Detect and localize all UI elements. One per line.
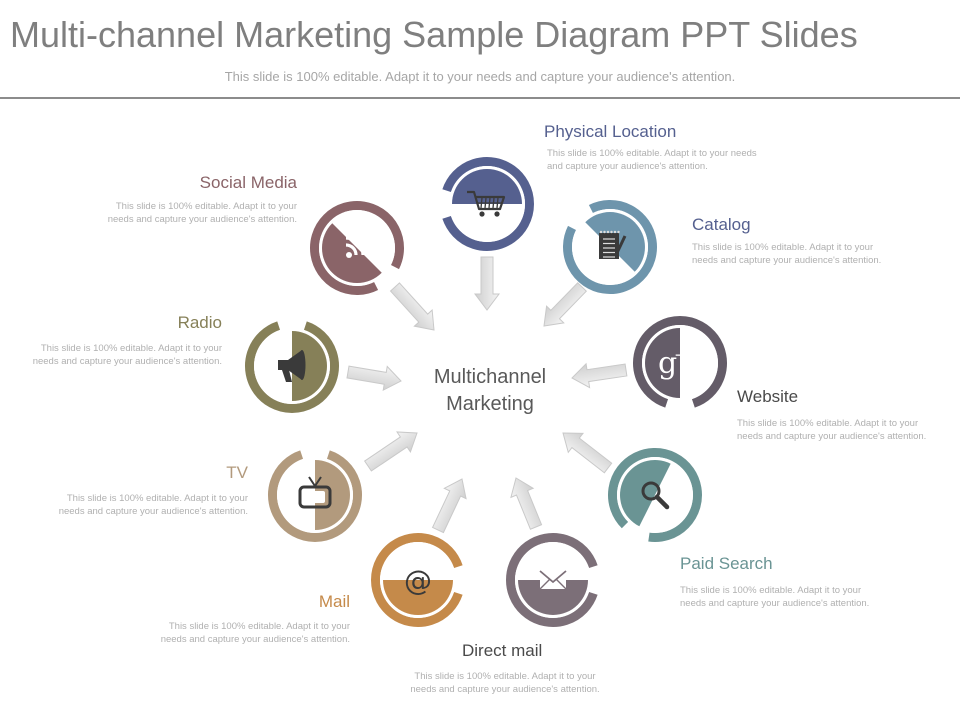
node-half [292, 331, 327, 401]
desc-paid-search: This slide is 100% editable. Adapt it to… [680, 585, 870, 609]
envelope-icon [539, 570, 567, 590]
at-sign-icon: @ [404, 564, 432, 597]
flow-arrow [346, 365, 402, 392]
node-ring [442, 157, 534, 251]
label-website: Website [737, 387, 799, 406]
rss-icon [345, 236, 365, 258]
desc-direct-mail: This slide is 100% editable. Adapt it to… [410, 671, 600, 695]
node-half [645, 328, 680, 398]
flow-arrow [562, 432, 613, 474]
node-catalog [563, 200, 657, 294]
notepad-icon [599, 230, 627, 259]
magnifier-icon [641, 481, 670, 510]
desc-catalog: This slide is 100% editable. Adapt it to… [692, 242, 882, 266]
node-half [452, 169, 522, 204]
shopping-cart-icon [467, 190, 506, 217]
svg-text:+: + [674, 345, 687, 364]
node-ring [245, 321, 339, 413]
page-title: Multi-channel Marketing Sample Diagram P… [10, 14, 858, 55]
node-half [518, 580, 588, 615]
tv-icon [298, 476, 332, 509]
desc-physical-location: This slide is 100% editable. Adapt it to… [547, 148, 757, 172]
desc-radio: This slide is 100% editable. Adapt it to… [32, 343, 222, 367]
node-physical-location [442, 157, 534, 251]
center-label-line2: Marketing [446, 393, 534, 415]
label-social-media: Social Media [199, 173, 297, 192]
label-catalog: Catalog [692, 215, 751, 234]
label-mail: Mail [318, 592, 350, 611]
node-half [620, 460, 671, 527]
flow-arrow [363, 431, 418, 472]
node-website: g+ [633, 316, 727, 408]
svg-text:g: g [658, 346, 677, 381]
node-ring [310, 201, 404, 295]
node-paid-search [608, 448, 702, 542]
node-half [315, 460, 350, 530]
svg-text:@: @ [404, 564, 432, 597]
flow-arrow [543, 282, 588, 327]
label-direct-mail: Direct mail [462, 641, 543, 660]
node-mail: @ [371, 533, 463, 627]
desc-website: This slide is 100% editable. Adapt it to… [737, 418, 927, 442]
desc-mail: This slide is 100% editable. Adapt it to… [160, 621, 350, 645]
label-paid-search: Paid Search [680, 554, 773, 573]
node-ring [633, 316, 727, 408]
label-tv: TV [226, 463, 248, 482]
node-direct-mail [506, 533, 598, 627]
header-divider [0, 97, 960, 99]
flow-arrow [571, 362, 628, 389]
label-radio: Radio [177, 313, 222, 332]
flow-arrow [510, 477, 543, 530]
page-subtitle: This slide is 100% editable. Adapt it to… [224, 69, 736, 84]
node-tv [268, 450, 362, 542]
desc-social-media: This slide is 100% editable. Adapt it to… [107, 201, 297, 225]
center-label: Multichannel Marketing [400, 364, 580, 418]
flow-arrow [389, 282, 435, 331]
node-ring [563, 200, 657, 294]
megaphone-icon [278, 350, 306, 382]
center-label-line1: Multichannel [433, 366, 547, 388]
node-ring [371, 533, 463, 627]
flow-arrow [474, 256, 500, 311]
node-ring [268, 450, 362, 542]
node-half [383, 580, 453, 615]
desc-tv: This slide is 100% editable. Adapt it to… [58, 493, 248, 517]
flow-arrow [431, 478, 467, 534]
node-ring [608, 448, 702, 542]
node-half [322, 223, 382, 284]
node-radio [245, 321, 339, 413]
google-plus-icon: g+ [658, 345, 687, 381]
node-social-media [310, 201, 404, 295]
node-ring [506, 533, 598, 627]
label-physical-location: Physical Location [544, 122, 677, 141]
